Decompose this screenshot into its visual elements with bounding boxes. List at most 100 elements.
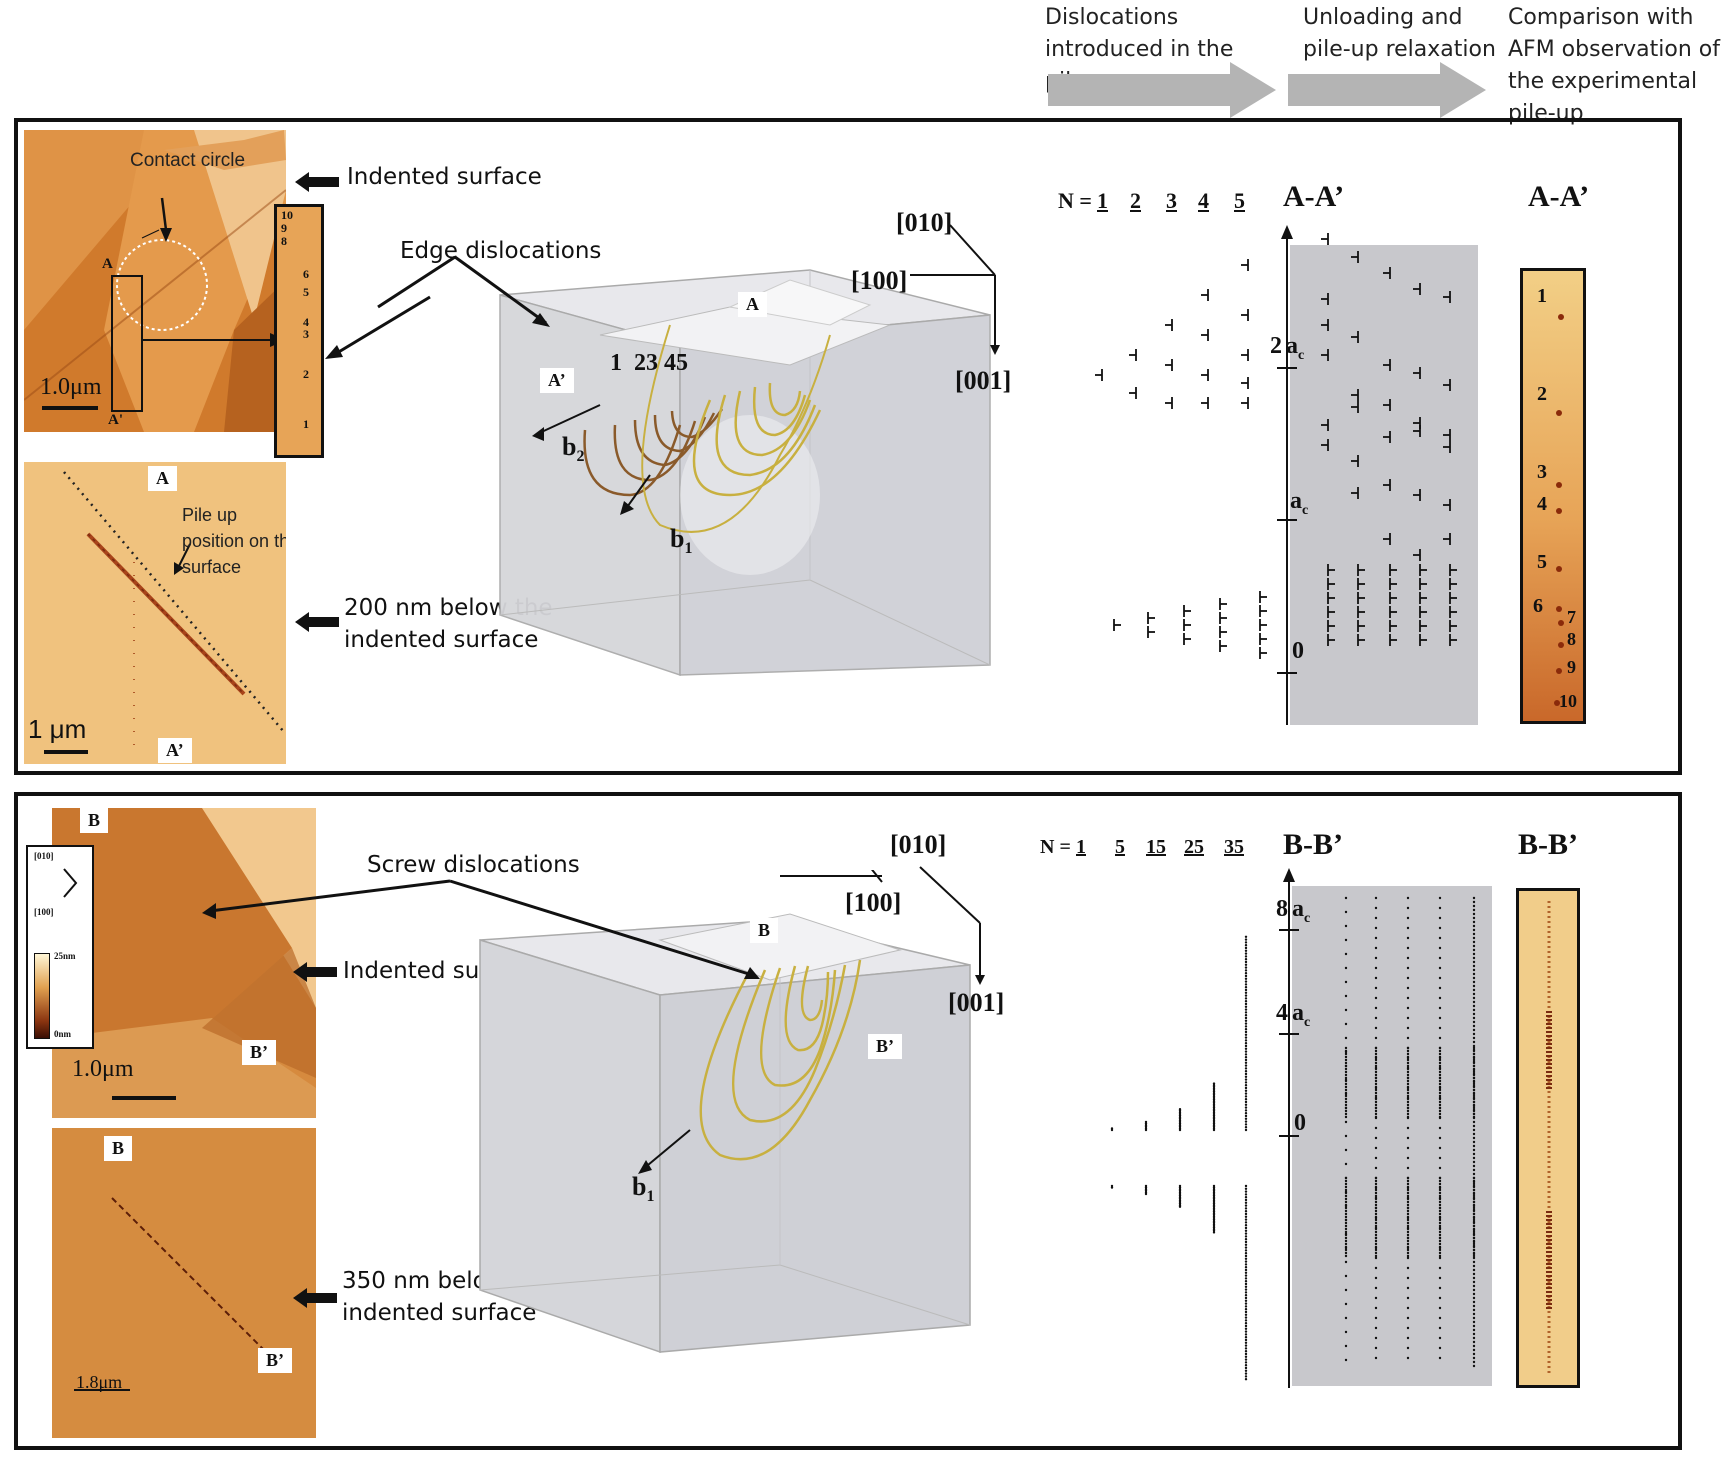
screw-dislocation-dot <box>1472 1067 1476 1071</box>
screw-dislocation-dot <box>1472 1296 1476 1300</box>
screw-dislocation-dot <box>1344 994 1348 998</box>
n-value: 1 <box>1076 836 1086 858</box>
screw-dislocation-dot <box>1438 1126 1442 1130</box>
screw-dislocation-dot <box>1438 1103 1442 1107</box>
screw-dislocation-dot <box>1374 1242 1378 1246</box>
screw-dislocation-dot <box>1472 1040 1476 1044</box>
screw-dislocation-dot <box>1472 1176 1476 1180</box>
screw-dislocation-dot <box>1244 980 1248 983</box>
edge-dislocation-symbol <box>1443 291 1451 303</box>
screw-dislocation-dot <box>1344 966 1348 970</box>
screw-dislocation-dot <box>1472 1094 1476 1098</box>
edge-dislocation-symbol <box>1327 606 1335 618</box>
screw-dislocation-dot <box>1374 1156 1378 1160</box>
screw-dislocation-dot <box>1438 1251 1442 1255</box>
n-value: 5 <box>1234 188 1245 213</box>
edge-dislocation-symbol <box>1183 605 1191 617</box>
screw-dislocation-dot <box>1472 1079 1476 1083</box>
screw-dislocation-dot <box>1374 966 1378 970</box>
screw-dislocation-dot <box>1438 1088 1442 1092</box>
screw-dislocation-dot <box>1244 1224 1248 1227</box>
screw-dislocation-dot <box>1472 904 1476 908</box>
dislocation-arrangement-a <box>1095 225 1478 725</box>
screw-dislocation-dot <box>1472 1284 1476 1288</box>
screw-dislocation-dot <box>1438 1346 1442 1350</box>
screw-dislocation-dot <box>1374 1103 1378 1107</box>
screw-dislocation-dot <box>1374 1227 1378 1231</box>
process-arrows <box>1048 62 1486 118</box>
screw-dislocation-dot <box>1472 984 1476 988</box>
screw-dislocation-dot <box>1472 1292 1476 1296</box>
legend-max: 25nm <box>54 951 76 961</box>
afm-title-a: A-A’ <box>1528 180 1590 213</box>
afm-number: 7 <box>1567 607 1576 627</box>
screw-dislocation-dot <box>1244 1070 1248 1073</box>
screw-dislocation-dot <box>1344 1197 1348 1201</box>
screw-dislocation-dot <box>1438 1016 1442 1020</box>
screw-dislocation-dot <box>1438 1326 1442 1330</box>
screw-dislocation-dot <box>1244 1016 1248 1020</box>
screw-dislocation-dot <box>1406 986 1410 990</box>
screw-dislocation-dot <box>1244 1243 1248 1246</box>
edge-dislocation-symbol <box>1129 387 1137 399</box>
edge-dislocation-symbol <box>1321 439 1329 451</box>
screw-dislocation-dot <box>1244 1364 1248 1367</box>
screw-dislocation-dot <box>1472 1230 1476 1234</box>
screw-dislocation-dot <box>1472 1028 1476 1032</box>
screw-dislocation-dot <box>1244 974 1248 978</box>
screw-dislocation-dot <box>1472 1288 1476 1292</box>
screw-dislocation-dot <box>1406 1112 1410 1116</box>
screw-dislocation-dot <box>1244 941 1248 944</box>
screw-dislocation-dot <box>1406 1156 1410 1160</box>
edge-dislocation-symbol <box>1443 379 1451 391</box>
screw-dislocation-dot <box>1374 1049 1378 1053</box>
screw-dislocation-dot <box>1472 1200 1476 1204</box>
screw-dislocation-dot <box>1472 924 1476 928</box>
screw-dislocation-dot <box>1374 1055 1378 1059</box>
screw-dislocation-dot <box>1244 1254 1248 1258</box>
screw-dislocation-dot <box>1244 1226 1248 1230</box>
screw-dislocation-dot <box>1344 1058 1348 1062</box>
screw-dislocation-dot <box>1472 1132 1476 1136</box>
screw-dislocation-dot <box>1374 1106 1378 1110</box>
screw-dislocation-dot <box>1472 1185 1476 1189</box>
screw-dislocation-dot <box>1344 1079 1348 1083</box>
screw-dislocation-dot <box>1374 1094 1378 1098</box>
screw-dislocation-dot <box>1244 1336 1248 1339</box>
afm-number: 1 <box>1537 285 1547 307</box>
screw-dislocation-dot <box>1472 1070 1476 1074</box>
screw-dislocation-dot <box>1244 1355 1248 1358</box>
edge-dislocation-symbol <box>1219 612 1227 624</box>
loop-number: 5 <box>676 350 688 376</box>
screw-dislocation-dot <box>1244 966 1248 969</box>
screw-dislocation-dot <box>1244 1039 1248 1042</box>
screw-dislocation-dot <box>1344 1085 1348 1089</box>
screw-dislocation-dot <box>1244 1369 1248 1372</box>
screw-dislocation-dot <box>1374 1203 1378 1207</box>
edge-dislocation-symbol <box>1321 233 1329 245</box>
screw-dislocation-dot <box>1438 1203 1442 1207</box>
legend-direction-100: [100] <box>34 907 54 917</box>
screw-dislocation-dot <box>1244 1280 1248 1283</box>
screw-dislocation-dot <box>1406 1091 1410 1095</box>
screw-dislocation-dot <box>1374 986 1378 990</box>
screw-dislocation-dot <box>1374 1206 1378 1210</box>
screw-dislocation-dot <box>1244 1078 1248 1081</box>
screw-dislocation-dot <box>1374 1176 1378 1180</box>
screw-dislocation-dot <box>1374 1016 1378 1020</box>
screw-dislocation-dot <box>1374 1218 1378 1222</box>
screw-dislocation-dot <box>1244 1347 1248 1350</box>
screw-dislocation-dot <box>1406 1242 1410 1246</box>
screw-dislocation-dot <box>1472 952 1476 956</box>
screw-dislocation-dot <box>1438 1055 1442 1059</box>
edge-dislocation-symbol <box>1201 289 1209 301</box>
inset-number: 4 <box>303 315 309 329</box>
mark-b-top: B <box>80 808 109 833</box>
edge-dislocation-symbol <box>1449 592 1457 604</box>
screw-dislocation-dot <box>1406 1209 1410 1213</box>
screw-dislocation-dot <box>1406 1115 1410 1119</box>
screw-dislocation-dot <box>1438 986 1442 990</box>
screw-dislocation-dot <box>1244 1126 1248 1129</box>
afm-image-indented-surface-b: B B’ 1.0μm <box>52 808 316 1118</box>
afm-number: 4 <box>1537 493 1547 515</box>
